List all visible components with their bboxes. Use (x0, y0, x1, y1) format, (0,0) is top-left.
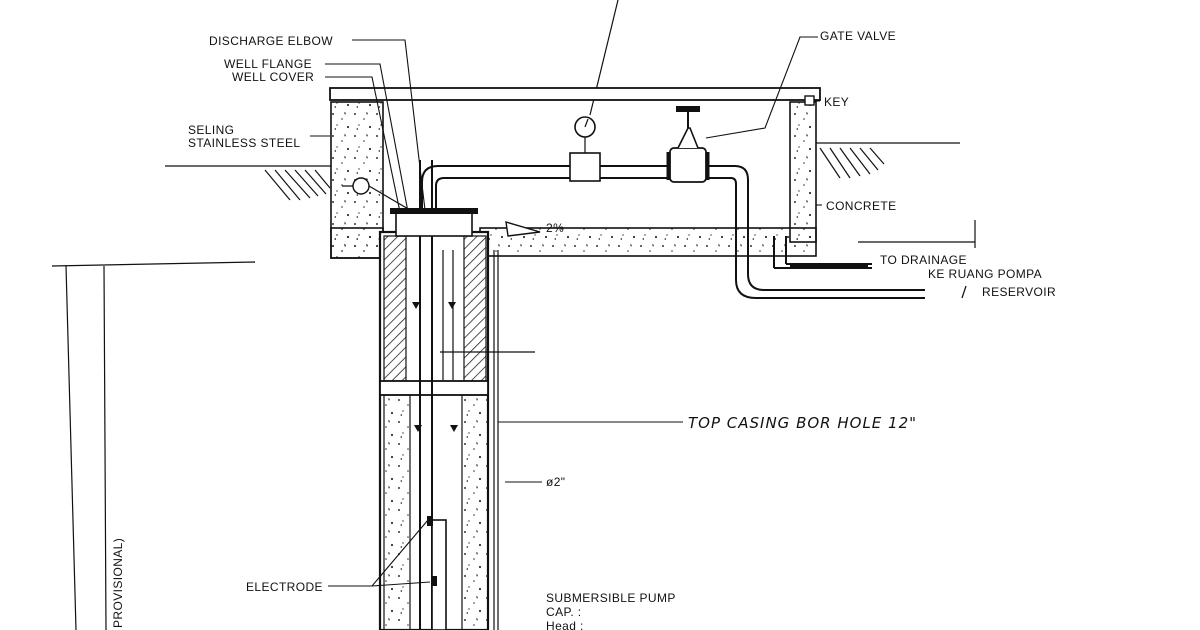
label-stainless-steel: STAINLESS STEEL (188, 136, 300, 150)
cable-line (342, 185, 411, 211)
grout-hatch-left (383, 235, 407, 382)
slope-arrow (505, 221, 541, 237)
well-head-flange (390, 208, 478, 214)
label-cap: CAP. : (546, 605, 582, 619)
label-slope: 2% (546, 221, 564, 235)
grade-line-lower-left (51, 261, 256, 267)
label-concrete: CONCRETE (826, 199, 897, 213)
well-head (395, 211, 473, 237)
discharge-pipe-lower (435, 177, 925, 299)
submersible-pump-body (431, 519, 447, 630)
gravel-pack-left (383, 394, 411, 630)
discharge-pipe-upper (421, 165, 925, 291)
electrode-lower (431, 576, 437, 586)
soil-hatch-right (819, 147, 885, 179)
label-provisional: PROVISIONAL) (111, 538, 125, 628)
label-diameter: ø2" (546, 475, 565, 489)
gate-valve-bonnet (677, 127, 699, 149)
label-key: KEY (824, 95, 849, 109)
label-discharge-elbow: DISCHARGE ELBOW (209, 34, 333, 48)
left-floor-slab (330, 227, 384, 259)
casing-flange-band (379, 380, 489, 396)
soil-hatch-left (264, 169, 331, 201)
electrode-upper (427, 516, 433, 526)
label-reservoir: RESERVOIR (982, 285, 1056, 299)
water-level-markers (412, 302, 458, 432)
reservoir-tick (961, 285, 967, 299)
vertical-guide-b (103, 265, 107, 630)
gate-valve-handwheel (676, 106, 700, 112)
label-to-drainage: TO DRAINAGE (880, 253, 967, 267)
label-gate-valve: GATE VALVE (820, 29, 896, 43)
flow-meter-box (569, 152, 601, 182)
label-head: Head : (546, 619, 584, 630)
label-ke-ruang-pompa: KE RUANG POMPA (928, 267, 1042, 281)
right-chamber-wall (789, 101, 817, 243)
label-electrode: ELECTRODE (246, 580, 323, 594)
key-box (804, 95, 815, 106)
cover-slab (329, 87, 821, 101)
cable-pulley (352, 177, 370, 195)
drain-pipe-out (774, 263, 872, 269)
leader-lines (310, 36, 822, 587)
label-seling: SELING (188, 123, 234, 137)
gauge-needle (584, 118, 589, 128)
gravel-pack-right (461, 394, 489, 630)
label-submersible-pump: SUBMERSIBLE PUMP (546, 591, 676, 605)
vertical-guide-a (65, 265, 77, 630)
label-well-flange: WELL FLANGE (224, 57, 312, 71)
grout-hatch-right (463, 235, 487, 382)
label-top-casing: TOP CASING BOR HOLE 12" (688, 414, 917, 432)
label-well-cover: WELL COVER (232, 70, 314, 84)
gate-valve-body (669, 147, 707, 183)
